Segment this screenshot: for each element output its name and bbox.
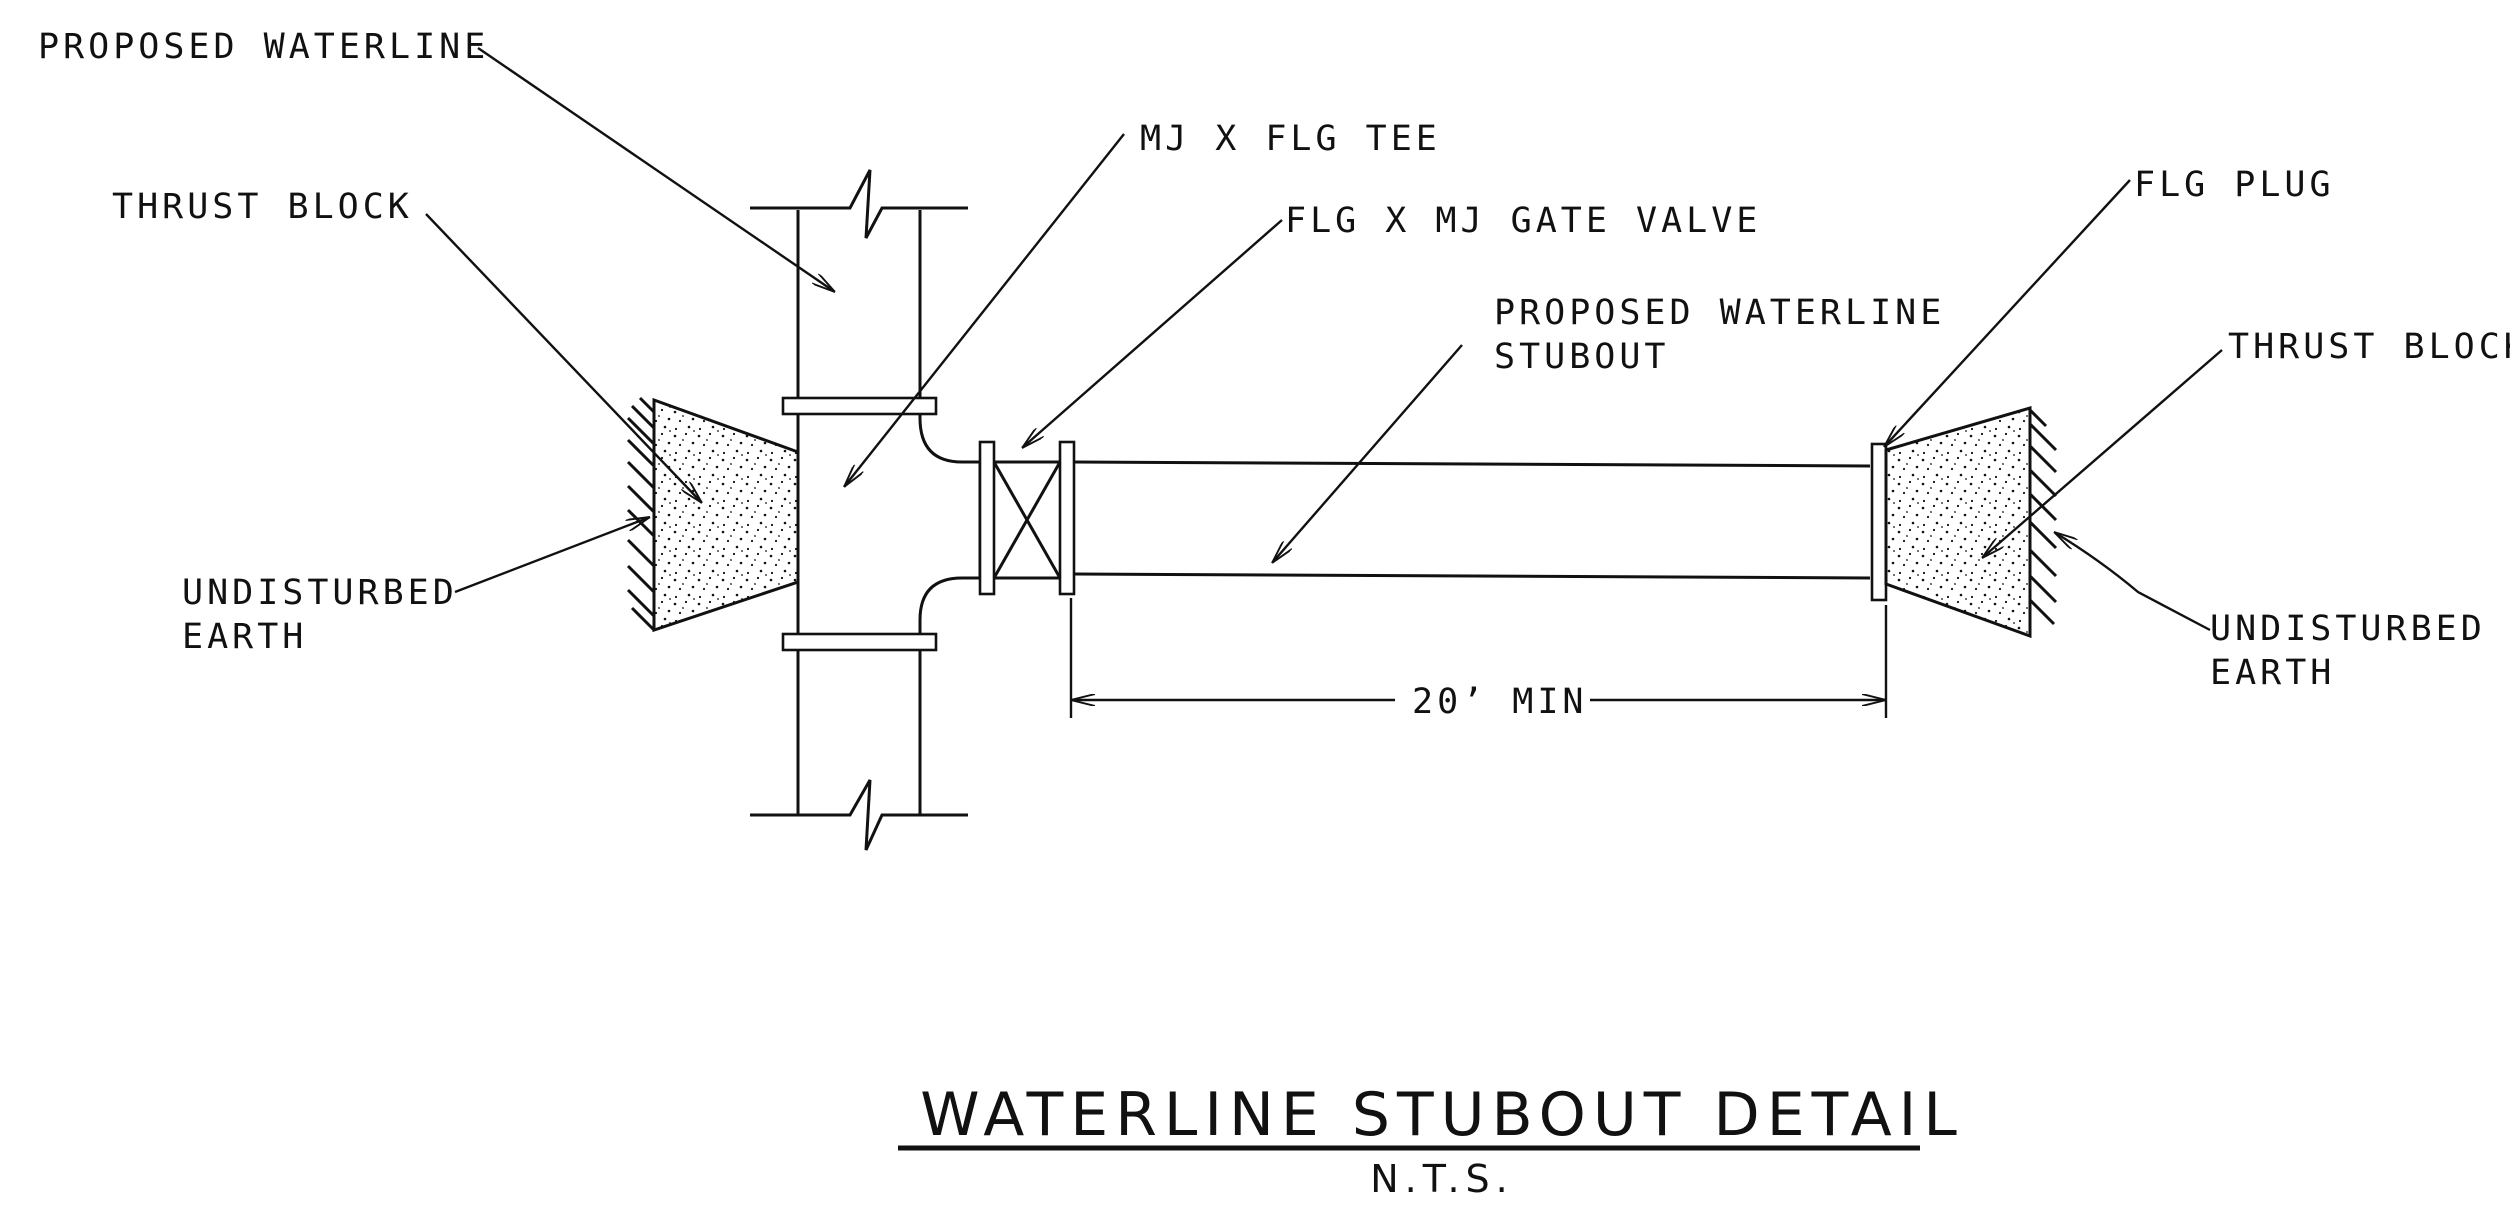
valve-flange-left	[978, 440, 996, 596]
tee-flange-top	[781, 396, 938, 416]
drawing-title: WATERLINE STUBOUT DETAIL	[920, 1080, 1964, 1150]
leader-earth-left	[454, 515, 650, 594]
label-undisturbed-earth-right-2: EARTH	[2210, 653, 2335, 693]
thrust-block-right	[1884, 406, 2032, 639]
label-thrust-block-right: THRUST BLOCK	[2228, 327, 2510, 367]
dimension-label: 20’ MIN	[1412, 682, 1588, 722]
leader-gate-valve	[1021, 219, 1283, 449]
title-block: WATERLINE STUBOUT DETAIL N.T.S.	[898, 1080, 1964, 1201]
undisturbed-earth-left	[626, 396, 656, 632]
leader-proposed-waterline	[477, 47, 835, 293]
break-line-top	[750, 169, 968, 239]
gate-valve	[978, 440, 1076, 596]
proposed-waterline-main	[796, 210, 980, 815]
thrust-block-left	[652, 397, 800, 633]
label-undisturbed-earth-left-1: UNDISTURBED	[182, 573, 458, 613]
leader-thrust-block-left	[425, 213, 703, 504]
label-thrust-block-left: THRUST BLOCK	[112, 187, 413, 227]
label-undisturbed-earth-right-1: UNDISTURBED	[2210, 609, 2486, 649]
label-flg-plug: FLG PLUG	[2134, 165, 2335, 205]
stubout-pipe	[1073, 460, 1871, 580]
tee-flange-bottom	[781, 632, 938, 652]
valve-flange-right	[1058, 440, 1076, 596]
flg-plug	[1870, 442, 1888, 602]
label-undisturbed-earth-left-2: EARTH	[182, 617, 307, 657]
label-mj-flg-tee: MJ X FLG TEE	[1140, 119, 1441, 159]
label-proposed-waterline: PROPOSED WATERLINE	[38, 27, 489, 67]
dimension-20ft-min: 20’ MIN	[1069, 598, 1888, 722]
leader-stubout	[1271, 344, 1463, 564]
undisturbed-earth-right	[2028, 408, 2058, 636]
leader-thrust-block-right	[1981, 349, 2223, 559]
label-stubout-1: PROPOSED WATERLINE	[1494, 293, 1945, 333]
label-gate-valve: FLG X MJ GATE VALVE	[1285, 201, 1761, 241]
label-stubout-2: STUBOUT	[1494, 337, 1670, 377]
leader-earth-right	[2054, 530, 2211, 632]
leader-flg-plug	[1883, 179, 2131, 448]
leader-mj-flg-tee	[843, 133, 1125, 487]
drawing-scale: N.T.S.	[1370, 1157, 1514, 1201]
break-line-bottom	[750, 779, 968, 851]
leader-lines	[425, 47, 2223, 632]
